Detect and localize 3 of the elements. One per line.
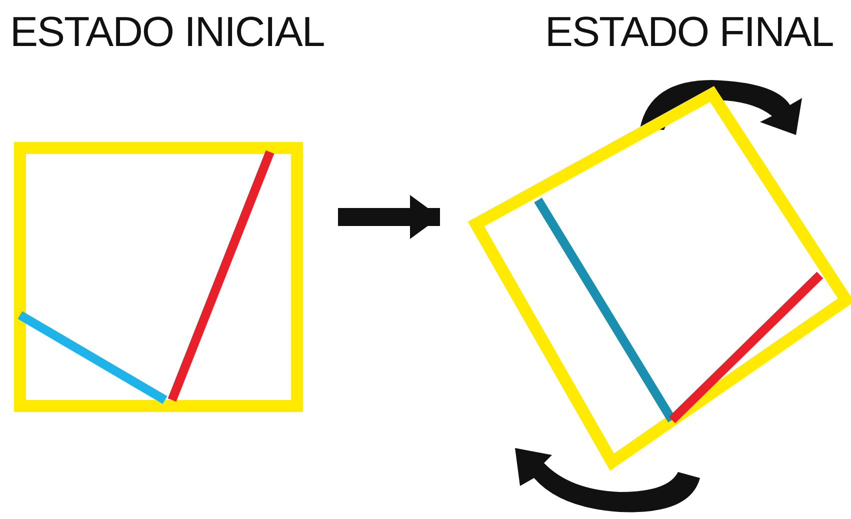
state-heading: ESTADO FINAL — [545, 8, 834, 56]
arrow — [338, 195, 440, 239]
state-heading: ESTADO INICIAL — [10, 8, 324, 56]
